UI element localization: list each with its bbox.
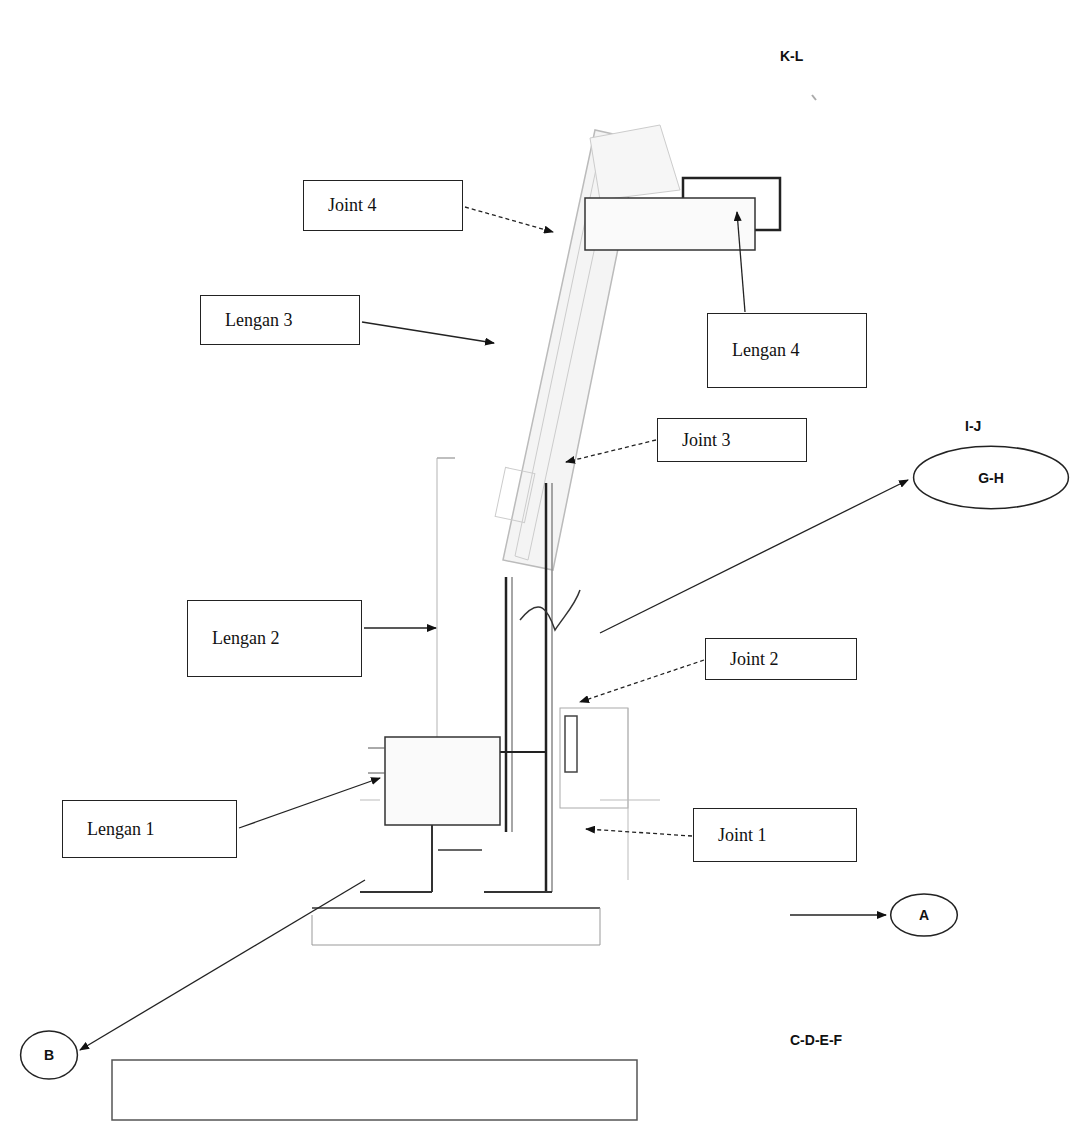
speck [812, 95, 816, 100]
part-label: Joint 3 [682, 430, 731, 451]
joint-box: Joint 2 [705, 638, 857, 680]
point-label: I-J [965, 418, 981, 434]
joint-box: Joint 4 [303, 180, 463, 231]
leader-lines [80, 207, 908, 1050]
link-box: Lengan 3 [200, 295, 360, 345]
joint-box: Joint 3 [657, 418, 807, 462]
part-label: Lengan 1 [87, 819, 154, 840]
callout-ellipse: A [890, 893, 958, 937]
base [312, 892, 600, 945]
base-plate [112, 1060, 637, 1120]
callout-ellipse: B [20, 1030, 78, 1080]
motor [360, 737, 500, 892]
part-label: G-H [978, 470, 1004, 486]
callout-ellipse: G-H [912, 445, 1070, 510]
part-label: Lengan 4 [732, 340, 799, 361]
point-label: C-D-E-F [790, 1032, 842, 1048]
part-label: Lengan 2 [212, 628, 279, 649]
point-label: K-L [780, 48, 803, 64]
part-label: Joint 1 [718, 825, 767, 846]
part-label: Lengan 3 [225, 310, 292, 331]
link-box: Lengan 4 [707, 313, 867, 388]
part-label: B [44, 1047, 54, 1063]
joint-box: Joint 1 [693, 808, 857, 862]
link-2 [500, 483, 580, 892]
part-label: Joint 4 [328, 195, 377, 216]
gripper [585, 125, 780, 250]
part-label: A [919, 907, 929, 923]
link-box: Lengan 1 [62, 800, 237, 858]
joint-2-bracket [560, 708, 660, 880]
link-box: Lengan 2 [187, 600, 362, 677]
part-label: Joint 2 [730, 649, 779, 670]
